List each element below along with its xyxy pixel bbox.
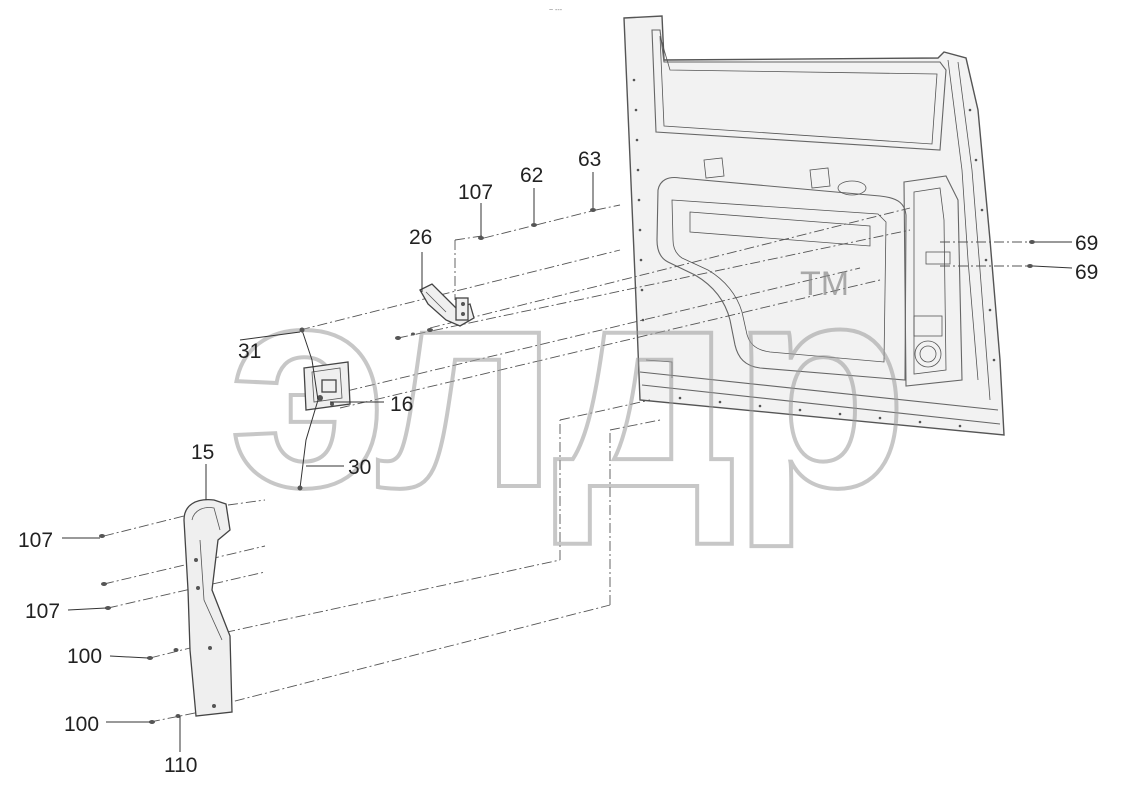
callout-110: 110 — [164, 754, 197, 777]
lock-rod-part-30 — [297, 327, 319, 491]
callout-16: 16 — [390, 393, 413, 416]
header-mark: ~ --- — [549, 7, 563, 14]
callout-30: 30 — [348, 456, 371, 479]
hinge-part-26 — [419, 283, 475, 327]
callout-69-upper: 69 — [1075, 232, 1098, 255]
callout-labels: 107 62 63 26 69 69 31 16 30 15 107 107 1… — [18, 148, 1098, 777]
callout-69-lower: 69 — [1075, 261, 1098, 284]
fasteners — [99, 208, 1035, 724]
callout-26: 26 — [409, 226, 432, 249]
callout-15: 15 — [191, 441, 214, 464]
callout-31: 31 — [238, 340, 261, 363]
callout-100-upper: 100 — [67, 645, 102, 668]
callout-100-lower: 100 — [64, 713, 99, 736]
watermark-trademark: TM — [800, 265, 849, 303]
callout-107-top: 107 — [458, 181, 493, 204]
callout-107-left-upper: 107 — [18, 529, 53, 552]
rivet-dots — [632, 78, 996, 428]
assembly-lines — [103, 204, 1030, 723]
bracket-part-15 — [183, 499, 233, 717]
callout-62: 62 — [520, 164, 543, 187]
callout-leaders — [62, 172, 1073, 752]
callout-63: 63 — [578, 148, 601, 171]
door-lock-part-16 — [303, 361, 351, 411]
callout-107-left-lower: 107 — [25, 600, 60, 623]
door-inner-panel — [623, 15, 1005, 436]
